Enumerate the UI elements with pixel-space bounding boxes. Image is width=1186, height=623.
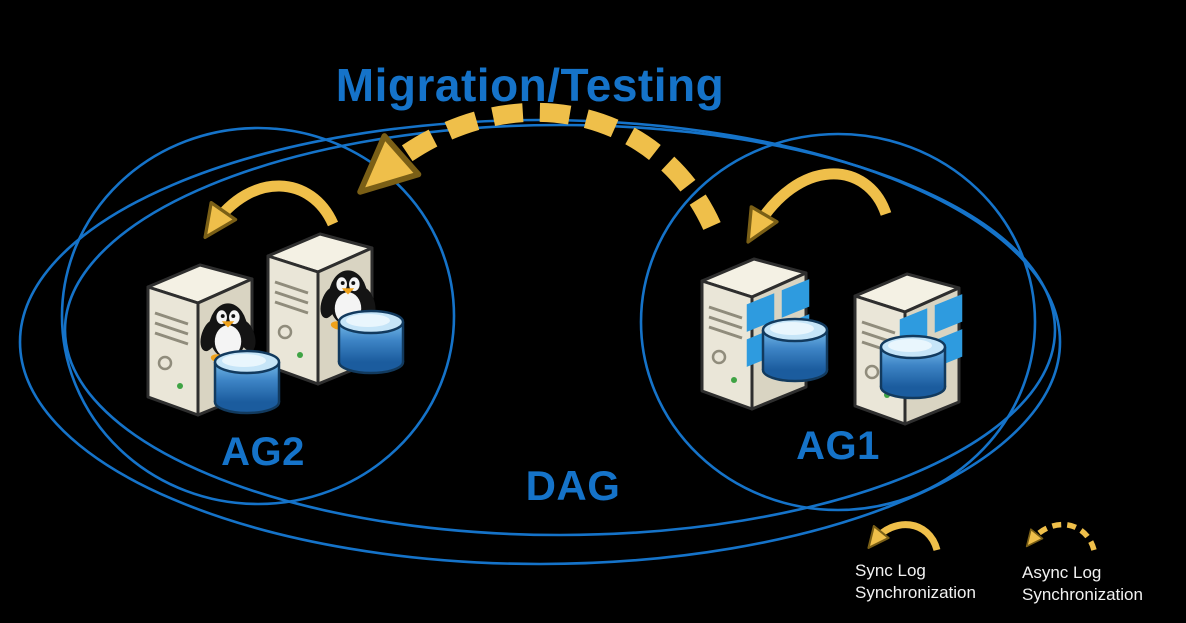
dag-boundary-ellipse-inner [63, 123, 1057, 537]
legend-sync-label: Sync Log Synchronization [855, 561, 976, 603]
ag2-server-group [146, 180, 405, 417]
database-cylinder-icon [761, 317, 829, 383]
ag2-sync-arrow-icon [203, 180, 339, 240]
legend [867, 521, 1097, 552]
legend-sync-arrow-icon [867, 521, 941, 552]
ag2-label: AG2 [221, 430, 305, 474]
dag-label: DAG [525, 462, 621, 509]
migration-async-arrow-icon [357, 102, 721, 230]
database-cylinder-icon [337, 309, 405, 375]
ag1-sync-arrow-icon [746, 168, 892, 244]
ag1-boundary-ellipse [639, 132, 1037, 512]
ag2-boundary-ellipse [60, 126, 456, 506]
ag1-label: AG1 [796, 424, 880, 468]
legend-async-label: Async Log Synchronization [1022, 563, 1143, 605]
database-cylinder-icon [213, 349, 281, 415]
migration-title: Migration/Testing [335, 59, 725, 111]
database-cylinder-icon [879, 334, 947, 400]
ag1-server-group [700, 168, 963, 426]
legend-async-arrow-icon [1025, 521, 1097, 551]
